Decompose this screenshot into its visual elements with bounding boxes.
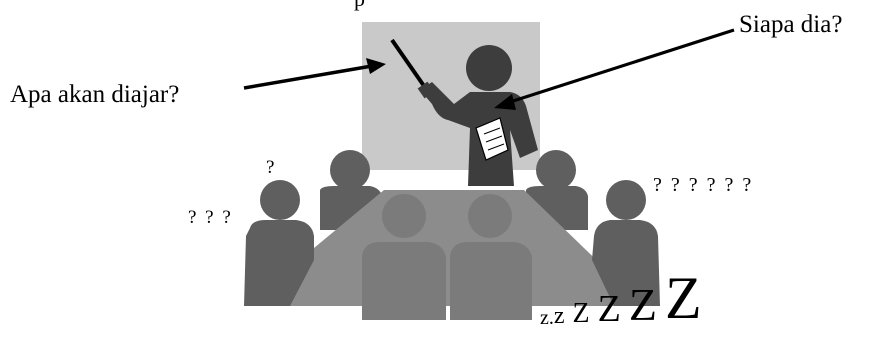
question-marks-left: ? ? ? — [188, 208, 233, 227]
question-marks-right: ? ? ? ? ? ? — [653, 175, 753, 195]
sleep-letter: z. — [540, 308, 554, 328]
sleep-letter: Z — [598, 290, 621, 328]
sleep-letter: z — [554, 304, 565, 328]
question-who-label: Siapa dia? — [739, 12, 842, 37]
sleep-letter: Z — [573, 300, 590, 328]
sleep-letter: Z — [629, 282, 657, 328]
question-content-label: Apa akan diajar? — [10, 82, 179, 107]
sleep-letter: Z — [665, 268, 702, 328]
question-mark-single: ? — [266, 158, 274, 177]
top-cutoff-text: p — [354, 0, 365, 10]
